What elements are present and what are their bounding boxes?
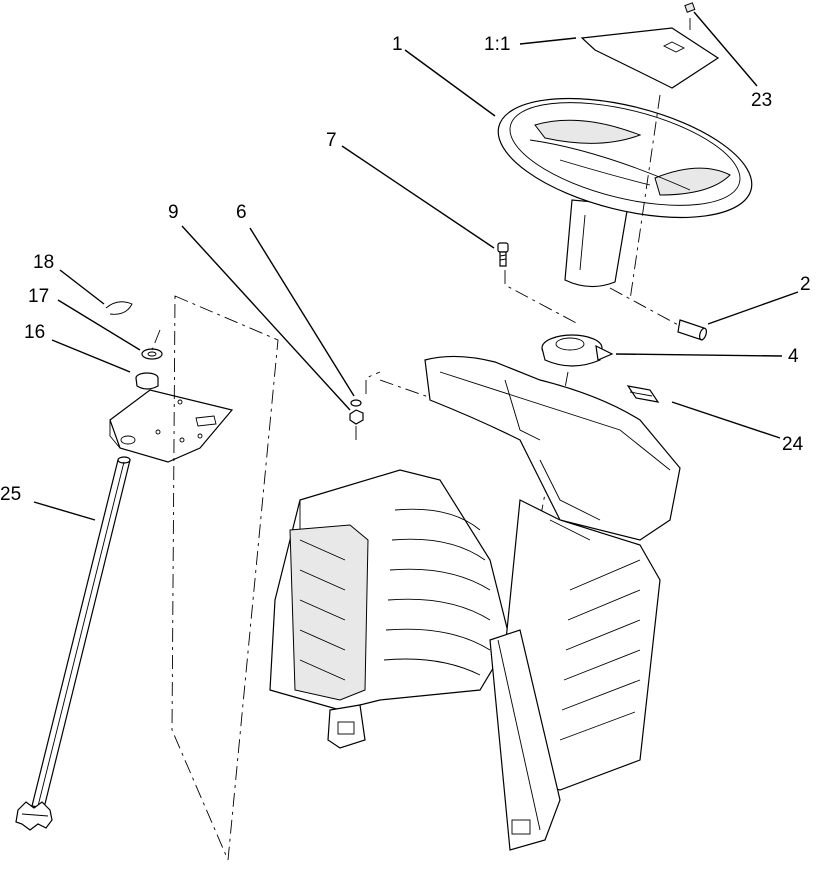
callout-labels: 1 1:1 23 7 9 6 2 18 17 16 4 24 25 [0, 34, 811, 505]
leader-16 [51, 339, 131, 373]
mounting-plate [109, 389, 234, 463]
retaining-ring-18 [105, 301, 133, 315]
small-clip-23 [684, 2, 696, 13]
bracket-24 [626, 385, 660, 403]
callout-25: 25 [0, 484, 21, 505]
callout-6: 6 [236, 202, 247, 223]
bushing-16 [135, 372, 159, 390]
leader-7 [341, 145, 495, 249]
callout-2: 2 [800, 274, 811, 295]
leader-24 [671, 401, 781, 439]
callout-1-1: 1:1 [484, 34, 510, 55]
callout-4: 4 [788, 346, 799, 367]
callout-9: 9 [168, 202, 179, 223]
callout-18: 18 [33, 252, 54, 273]
centerlines [151, 18, 691, 861]
callout-7: 7 [326, 130, 337, 151]
leader-9 [181, 225, 351, 411]
leader-6 [249, 227, 355, 397]
steering-shaft-25 [15, 456, 131, 831]
leader-2 [707, 291, 799, 325]
nut-9 [349, 409, 364, 425]
washer-6 [350, 399, 362, 407]
leader-1 [404, 49, 496, 117]
leader-17 [57, 299, 141, 351]
washer-17 [141, 348, 163, 360]
pin-2 [677, 319, 708, 341]
leader-18 [59, 269, 105, 305]
leader-23 [693, 11, 758, 87]
callout-1: 1 [392, 34, 403, 55]
leader-25 [33, 501, 96, 521]
callout-24: 24 [782, 434, 804, 455]
dash-console-housing [269, 355, 681, 851]
steering-wheel-cap [580, 27, 720, 89]
leader-lines [33, 11, 799, 521]
leader-4 [615, 353, 783, 357]
leader-1-1 [519, 37, 577, 45]
callout-23: 23 [751, 90, 772, 111]
bolt-7 [497, 242, 509, 267]
callout-17: 17 [28, 286, 49, 307]
callout-16: 16 [24, 322, 45, 343]
hub-adapter-4 [541, 334, 614, 367]
steering-wheel [497, 97, 753, 288]
